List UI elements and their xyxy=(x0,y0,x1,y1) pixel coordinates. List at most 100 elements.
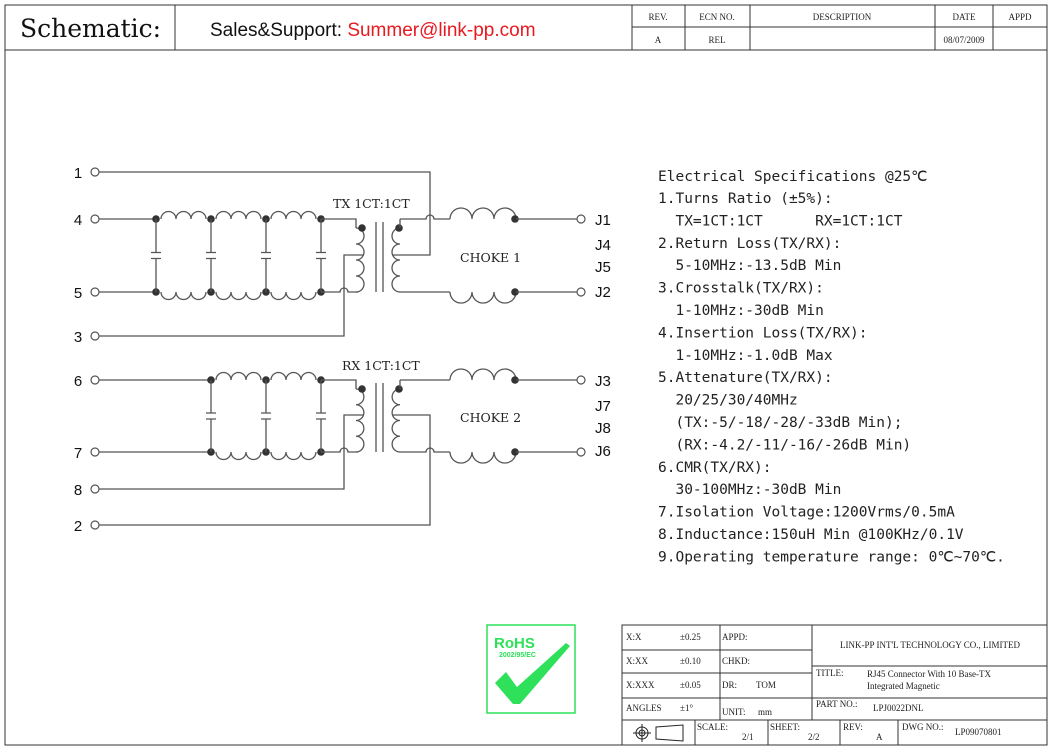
tolerance-label: X:XXX xyxy=(626,680,655,690)
pin-terminal xyxy=(90,520,100,530)
pin-terminal xyxy=(576,447,586,457)
capacitor xyxy=(206,251,216,260)
title-line-1: RJ45 Connector With 10 Base-TX xyxy=(867,669,991,679)
pin-terminal xyxy=(90,287,100,297)
junction-dot xyxy=(511,376,519,384)
inductor-coil xyxy=(449,451,517,464)
inductor-coil xyxy=(215,291,262,301)
pin-terminal xyxy=(90,447,100,457)
pin-label: J7 xyxy=(595,398,611,415)
rev-value: A xyxy=(876,732,883,742)
spec-line: 30-100MHz:-30dB Min xyxy=(658,482,841,498)
wire xyxy=(321,287,358,293)
inductor-coil xyxy=(270,210,317,220)
inductor-coil xyxy=(449,207,517,220)
inductor-coil xyxy=(215,371,262,381)
title-line-2: Integrated Magnetic xyxy=(867,681,940,691)
rev-value: A xyxy=(655,35,662,45)
appd-label: APPD: xyxy=(722,632,748,642)
spec-line: 5-10MHz:-13.5dB Min xyxy=(658,258,841,274)
junction-dot xyxy=(358,385,366,393)
transformer-winding xyxy=(391,227,401,293)
inductor-coil xyxy=(270,451,317,461)
revision-table: REV. ECN NO. DESCRIPTION DATE APPD A REL… xyxy=(631,4,1048,51)
right-pin-labels: J1 J4 J5 J2 J3 J7 J8 J6 xyxy=(595,212,611,460)
pin-terminal xyxy=(90,167,100,177)
transformer-core xyxy=(375,383,384,452)
tolerance-label: X:XX xyxy=(626,656,648,666)
inductor-coil xyxy=(270,371,317,381)
spec-line: 3.Crosstalk(TX/RX): xyxy=(658,281,824,297)
inductor-coil xyxy=(449,291,517,304)
dwg-number: LP09070801 xyxy=(955,727,1002,737)
description-header: DESCRIPTION xyxy=(813,12,872,22)
spec-line: 6.CMR(TX/RX): xyxy=(658,460,772,476)
junction-dot xyxy=(395,224,403,232)
rohs-title: RoHS xyxy=(494,635,535,652)
capacitor xyxy=(316,412,326,420)
spec-line: 8.Inductance:150uH Min @100KHz/0.1V xyxy=(658,527,964,543)
pin-label: J8 xyxy=(595,420,611,437)
specs-list: 1.Turns Ratio (±5%): TX=1CT:1CT RX=1CT:1… xyxy=(658,191,1005,565)
rx-transformer-label: RX 1CT:1CT xyxy=(342,358,420,373)
page-title: Schematic: xyxy=(20,14,161,43)
transformer-winding xyxy=(355,227,365,293)
wire xyxy=(99,171,431,256)
pin-label: J2 xyxy=(595,284,611,301)
dwg-label: DWG NO.: xyxy=(902,722,944,732)
sales-contact: Sales&Support: Summer@link-pp.com xyxy=(210,20,536,41)
chkd-label: CHKD: xyxy=(722,656,750,666)
wire xyxy=(400,214,450,220)
unit-value: mm xyxy=(758,707,772,717)
part-label: PART NO.: xyxy=(816,699,857,709)
pin-label: 1 xyxy=(74,165,82,182)
inductor-coil xyxy=(160,291,207,301)
pin-terminal xyxy=(90,375,100,385)
pin-label: J3 xyxy=(595,373,611,390)
wire xyxy=(321,218,357,228)
ecn-value: REL xyxy=(709,35,726,45)
rohs-logo: RoHS 2002/95/EC xyxy=(486,624,576,714)
scale-value: 2/1 xyxy=(742,732,754,742)
junction-dot xyxy=(395,385,403,393)
inductor-coil xyxy=(449,368,517,381)
pin-label: 2 xyxy=(74,518,82,535)
pin-terminal xyxy=(90,484,100,494)
capacitor xyxy=(151,251,161,260)
spec-line: 1-10MHz:-30dB Min xyxy=(658,303,824,319)
inductor-coil xyxy=(215,451,262,461)
pin-label: J4 xyxy=(595,237,611,254)
spec-line: (RX:-4.2/-11/-16/-26dB Min) xyxy=(658,437,911,453)
spec-line: (TX:-5/-18/-28/-33dB Min); xyxy=(658,415,902,431)
spec-line: 20/25/30/40MHz xyxy=(658,393,798,409)
spec-line: 9.Operating temperature range: 0℃~70℃. xyxy=(658,549,1005,565)
transformer-winding xyxy=(355,388,365,453)
pin-label: J1 xyxy=(595,212,611,229)
pin-label: 5 xyxy=(74,285,82,302)
spec-line: 7.Isolation Voltage:1200Vrms/0.5mA xyxy=(658,505,955,521)
wire xyxy=(99,414,431,526)
tolerance-value: ±1° xyxy=(680,703,693,713)
pin-label: 3 xyxy=(74,329,82,346)
choke-2-label: CHOKE 2 xyxy=(460,410,521,425)
junction-dot xyxy=(511,215,519,223)
wire xyxy=(321,447,358,453)
transformer-core xyxy=(375,222,384,292)
spec-line: 5.Attenature(TX/RX): xyxy=(658,370,833,386)
pin-label: 8 xyxy=(74,482,82,499)
company-name: LINK-PP INT'L TECHNOLOGY CO., LIMITED xyxy=(840,640,1020,650)
capacitor xyxy=(261,412,271,420)
rohs-directive: 2002/95/EC xyxy=(499,652,536,659)
pin-terminal xyxy=(576,214,586,224)
tolerance-label: ANGLES xyxy=(626,703,662,713)
tolerance-value: ±0.10 xyxy=(680,656,701,666)
sales-email[interactable]: Summer@link-pp.com xyxy=(347,20,535,41)
tx-transformer-label: TX 1CT:1CT xyxy=(333,196,410,211)
projection-symbol-icon xyxy=(633,724,684,742)
junction-dot xyxy=(511,448,519,456)
title-block: X:X ±0.25 X:XX ±0.10 X:XXX ±0.05 ANGLES … xyxy=(621,624,1048,746)
title-label: TITLE: xyxy=(816,668,844,678)
pin-terminal xyxy=(576,287,586,297)
sheet-label: SHEET: xyxy=(770,722,800,732)
sheet-value: 2/2 xyxy=(808,732,820,742)
